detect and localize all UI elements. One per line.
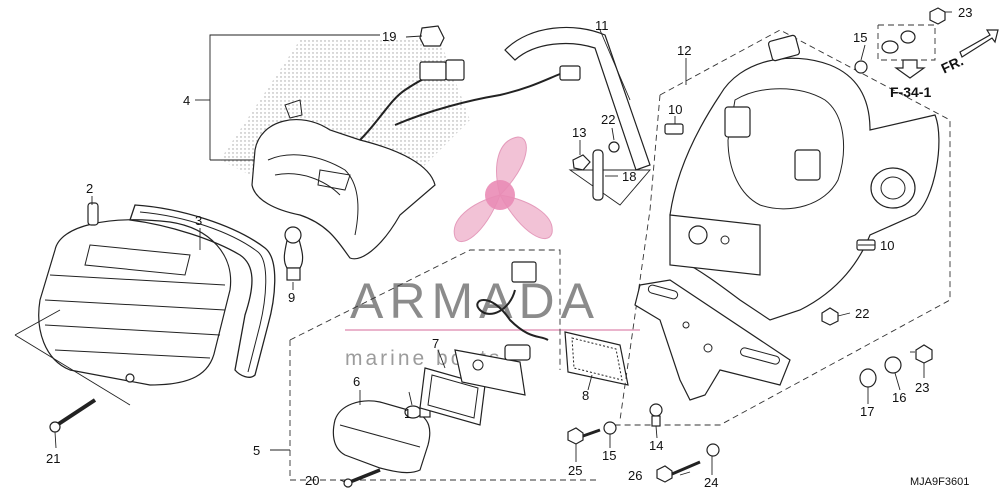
propeller-icon [453,136,553,242]
rear-fender-12 [669,34,940,321]
reference-label: F-34-1 [890,84,931,100]
callout-11: 11 [595,18,609,33]
tail-lens [38,202,232,386]
clip-14 [649,403,663,427]
bolt-26 [656,460,701,483]
bulb-9 [283,226,304,281]
group-12-bracket [610,29,951,426]
callout-22-top: 22 [601,112,615,127]
callout-25: 25 [568,463,582,478]
callout-8: 8 [582,388,589,403]
pad-10-top [664,123,684,135]
callout-3: 3 [195,213,202,228]
reflector-8 [564,331,629,386]
callout-15-bottom: 15 [602,448,616,463]
callout-13: 13 [572,125,586,140]
diagram-code: MJA9F3601 [910,476,969,488]
nut-23-right [915,344,933,364]
lamp-housing [251,99,436,260]
socket-block [454,261,549,396]
callout-7: 7 [432,336,439,351]
callout-16: 16 [892,390,906,405]
callout-10-top: 10 [668,102,682,117]
callout-9: 9 [288,290,295,305]
leader-lines [54,11,952,483]
clip-19 [419,25,445,47]
callout-4: 4 [183,93,190,108]
callout-5: 5 [253,443,260,458]
connector-end [559,65,581,81]
callout-26: 26 [628,468,642,483]
group-5-bracket [270,249,600,481]
callout-21: 21 [46,451,60,466]
nut-23-top [929,7,946,25]
license-lamp-6 [332,400,431,474]
screw-21 [49,398,97,433]
callout-20: 20 [305,473,319,488]
callout-22-right: 22 [855,306,869,321]
callout-labels: 1 2 3 4 5 6 7 8 9 10 10 11 12 13 14 15 1… [46,5,972,490]
screw-20 [343,468,381,488]
bracket-18 [568,141,651,206]
callout-19: 19 [382,29,396,44]
callout-1: 1 [404,406,411,421]
nut-15-bottom [603,421,617,435]
callout-23-right: 23 [915,380,929,395]
callout-10-bottom: 10 [880,238,894,253]
callout-17: 17 [860,404,874,419]
connector-main [419,61,447,81]
callout-12: 12 [677,43,691,58]
wire-harness [359,25,581,141]
tab-2 [87,202,99,226]
callout-2: 2 [86,181,93,196]
callout-23-top: 23 [958,5,972,20]
gasket-3 [129,204,276,378]
nut-22-right [821,307,839,326]
callout-15-top: 15 [853,30,867,45]
fr-arrow-icon [959,29,999,58]
callout-24: 24 [704,475,718,490]
watermark-brand: ARMADA [350,273,600,329]
arrow-down-icon [894,59,926,79]
nut-15-top [854,60,868,74]
callout-14: 14 [649,438,663,453]
callout-6: 6 [353,374,360,389]
washer-16 [884,356,902,374]
bolt-25 [567,427,601,445]
washer-24 [706,443,720,457]
callout-18: 18 [622,169,636,184]
license-bracket [634,279,791,401]
grommet-inset [877,24,936,61]
collar-17 [859,368,877,388]
